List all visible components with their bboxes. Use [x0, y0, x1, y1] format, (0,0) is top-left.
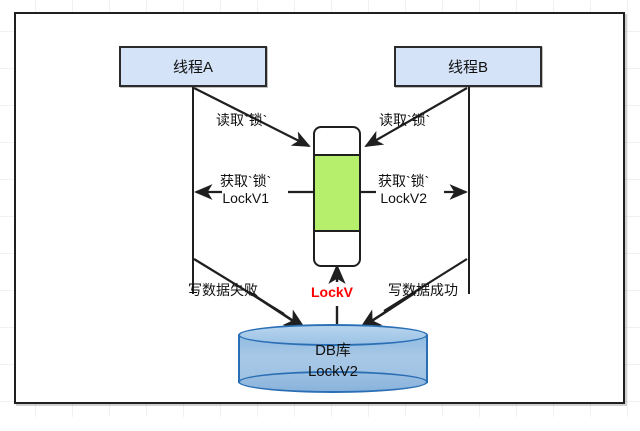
label-acquire-lock-b-line2: LockV2 [380, 190, 428, 206]
database-label-line2: LockV2 [307, 363, 359, 380]
label-read-lock-b: 读取`锁` [379, 112, 431, 128]
thread-a-lifeline [192, 87, 194, 294]
label-lockv: LockV [311, 284, 354, 300]
diagram-frame: 线程A 线程B 读取`锁` 读取`锁` 获取`锁` LockV1 获取`锁` L… [14, 12, 625, 404]
database-cylinder[interactable]: DB库 LockV2 [238, 324, 428, 394]
database-label: DB库 LockV2 [238, 340, 428, 382]
label-acquire-lock-a: 获取`锁` LockV1 [220, 173, 271, 207]
lock-resource[interactable] [313, 126, 361, 267]
thread-a-box[interactable]: 线程A [119, 46, 267, 87]
label-write-fail: 写数据失败 [188, 282, 258, 298]
thread-b-lifeline [468, 87, 470, 294]
database-bottom-ellipse [238, 371, 428, 393]
thread-b-label: 线程B [447, 59, 488, 76]
thread-a-label: 线程A [172, 59, 213, 76]
database-top-ellipse [238, 324, 428, 346]
lock-core-segment [315, 154, 359, 232]
label-acquire-lock-b: 获取`锁` LockV2 [378, 173, 429, 207]
label-acquire-lock-a-line2: LockV1 [222, 190, 270, 206]
label-acquire-lock-b-line1: 获取`锁` [378, 173, 430, 189]
label-read-lock-a: 读取`锁` [216, 112, 268, 128]
diagram-canvas: 线程A 线程B 读取`锁` 读取`锁` 获取`锁` LockV1 获取`锁` L… [0, 0, 640, 417]
label-acquire-lock-a-line1: 获取`锁` [220, 173, 272, 189]
thread-b-box[interactable]: 线程B [394, 46, 542, 87]
database-label-line1: DB库 [315, 342, 351, 359]
label-write-success: 写数据成功 [388, 282, 458, 298]
